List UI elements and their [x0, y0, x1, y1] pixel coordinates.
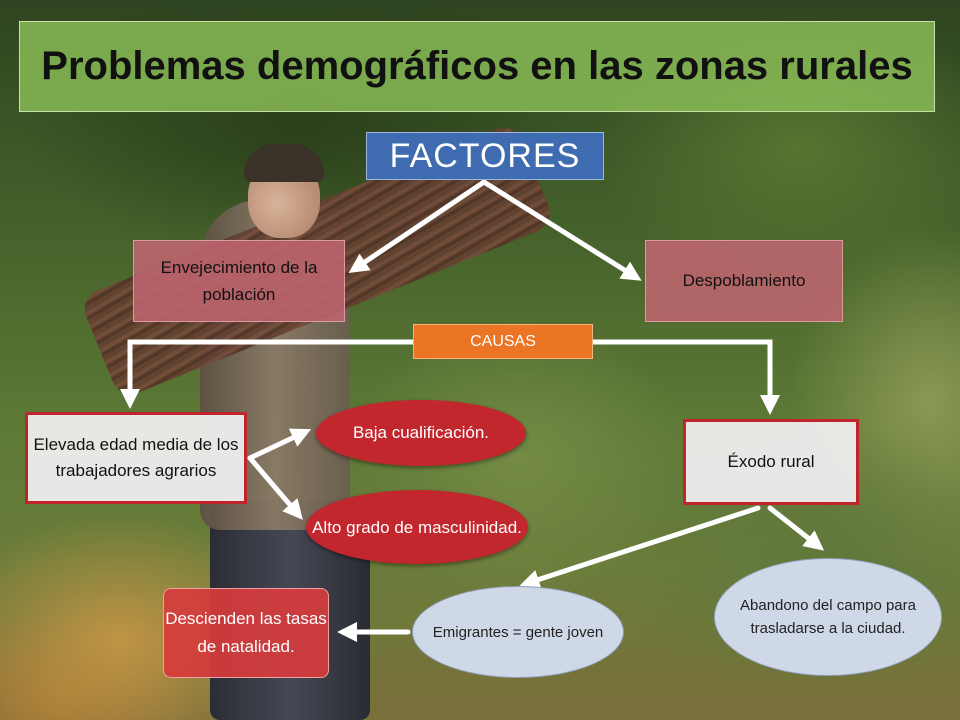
arrow-exodo-to-emigrantes: [519, 505, 761, 590]
alto-grado-node: Alto grado de masculinidad.: [306, 490, 528, 564]
page-title: Problemas demográficos en las zonas rura…: [41, 44, 913, 88]
abandono-node: Abandono del campo para trasladarse a la…: [714, 558, 942, 676]
baja-cualificacion-node: Baja cualificación.: [316, 400, 526, 466]
arrow-edad-to-alto: [247, 455, 303, 520]
arrow-edad-to-baja: [247, 428, 312, 461]
despoblamiento-node: Despoblamiento: [645, 240, 843, 322]
arrow-factores-to-despoblamiento: [481, 179, 642, 281]
arrow-causas-to-exodo: [590, 339, 780, 415]
arrow-exodo-to-abandono: [767, 505, 825, 551]
arrow-factores-to-envejecimiento: [348, 179, 487, 274]
title-banner: Problemas demográficos en las zonas rura…: [19, 21, 935, 112]
photo-man-cap: [244, 144, 324, 182]
factores-node: FACTORES: [366, 132, 604, 180]
arrow-causas-to-elevada-edad: [120, 339, 416, 409]
envejecimiento-node: Envejecimiento de la población: [133, 240, 345, 322]
emigrantes-node: Emigrantes = gente joven: [412, 586, 624, 678]
descienden-natalidad-node: Descienden las tasas de natalidad.: [163, 588, 329, 678]
elevada-edad-node: Elevada edad media de los trabajadores a…: [25, 412, 247, 504]
exodo-rural-node: Éxodo rural: [683, 419, 859, 505]
causas-node: CAUSAS: [413, 324, 593, 359]
